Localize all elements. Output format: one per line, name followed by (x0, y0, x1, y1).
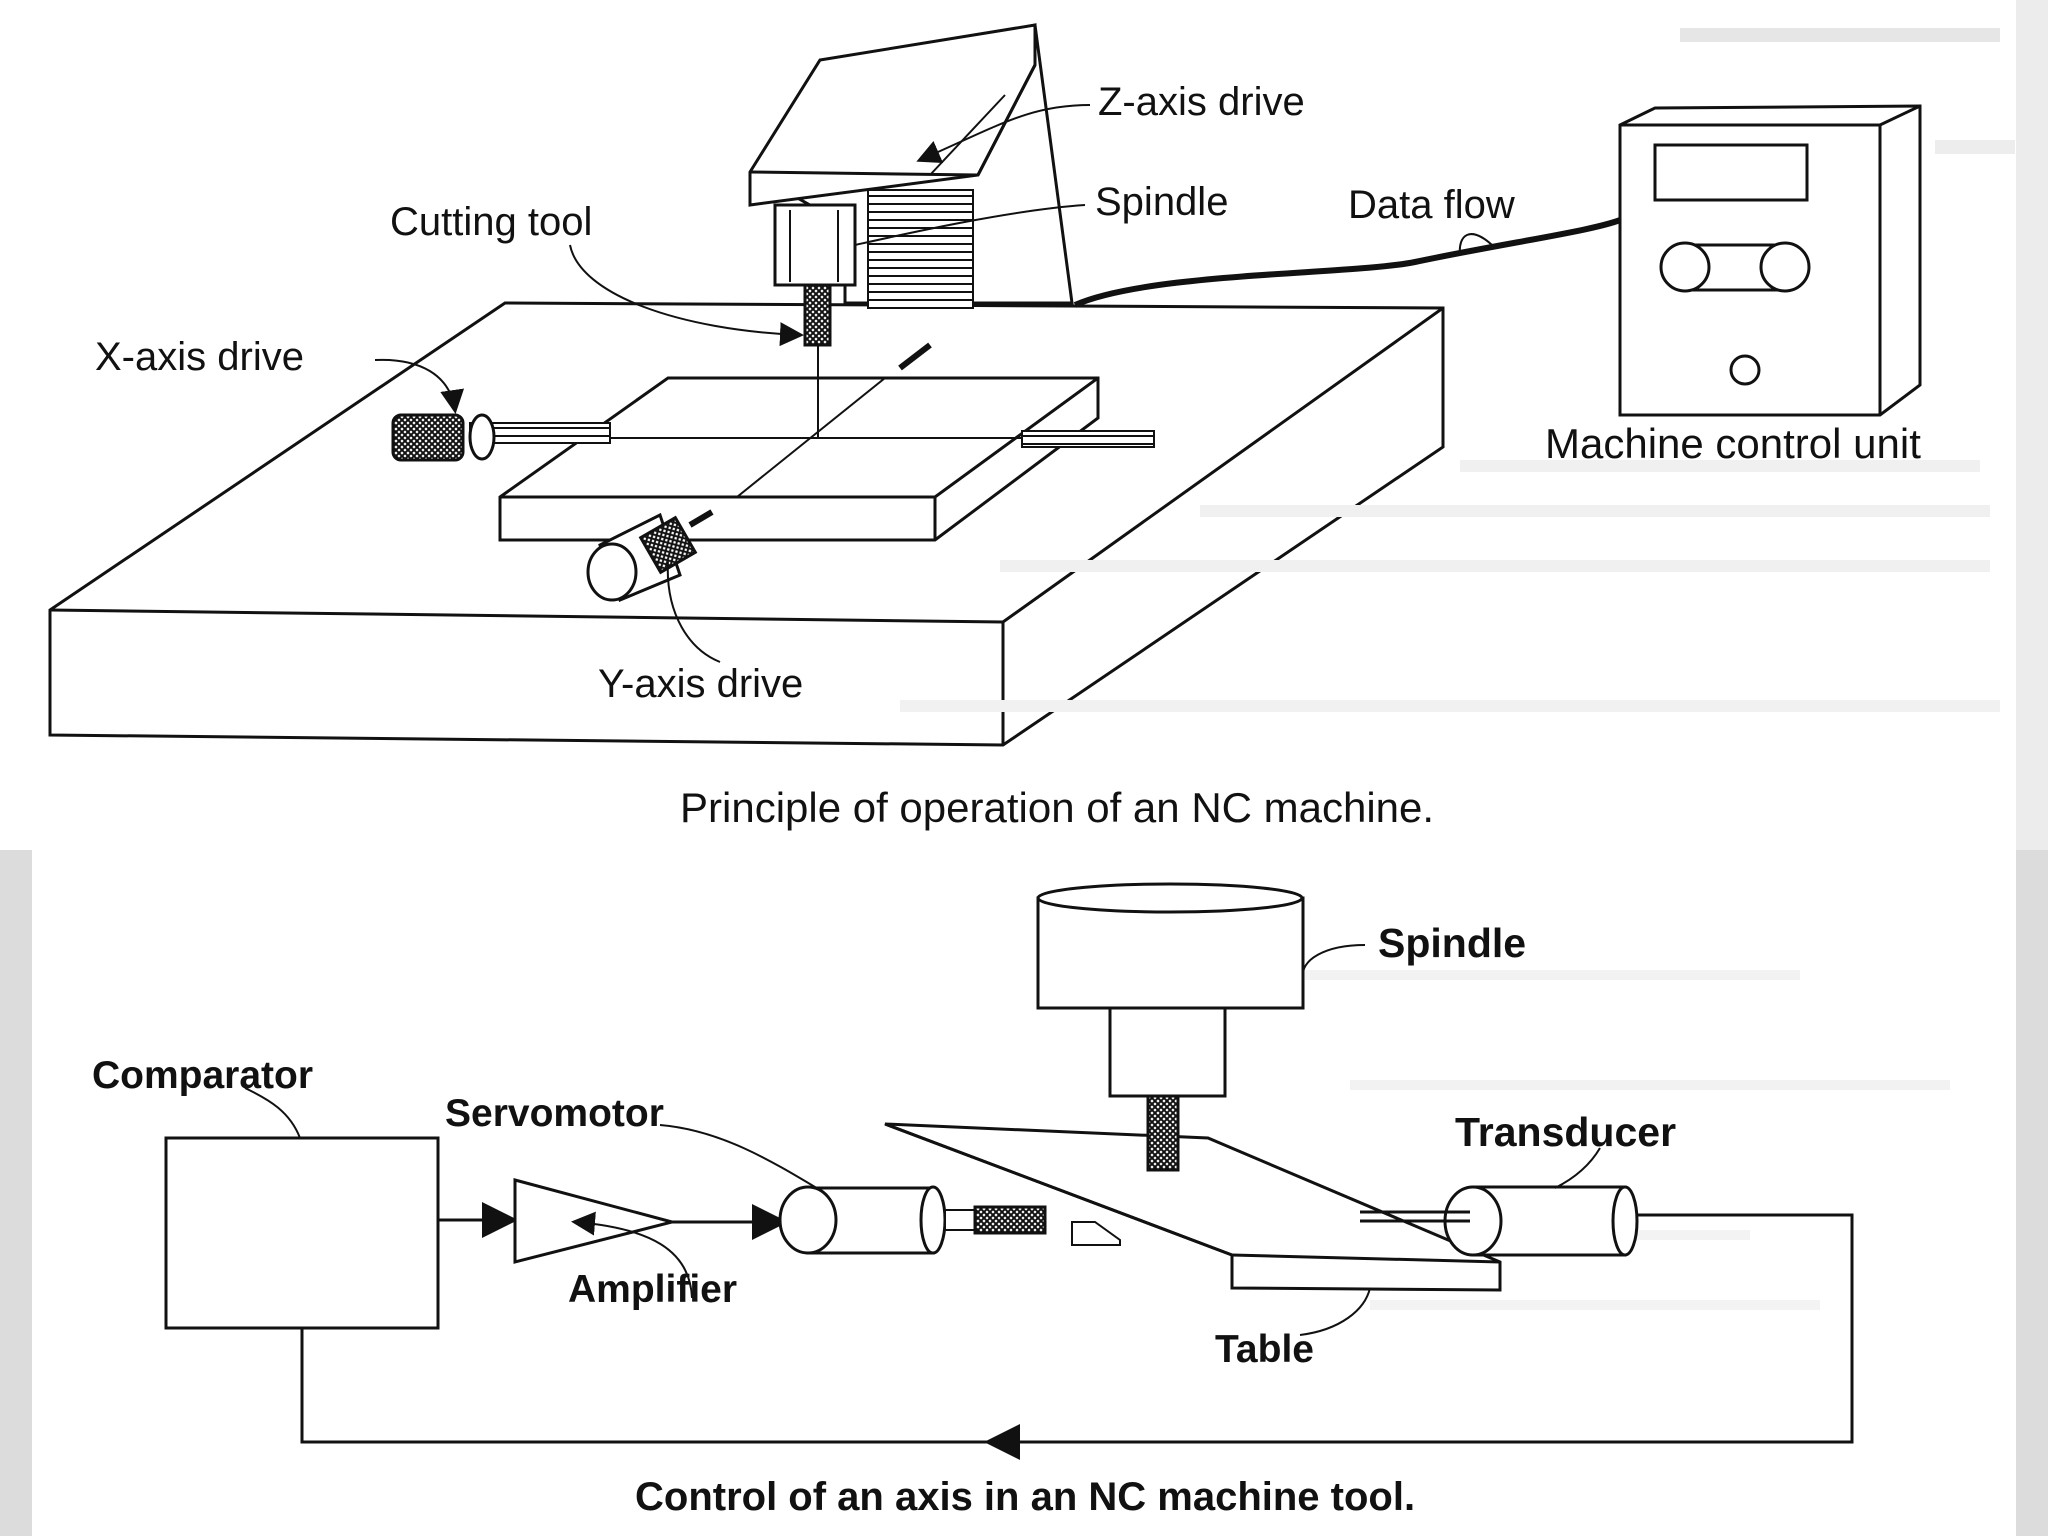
mcu-knob (1729, 354, 1761, 386)
bleed-through-text (900, 28, 2015, 1310)
label-comparator: Comparator (92, 1054, 313, 1097)
label-spindle-lower: Spindle (1378, 920, 1526, 966)
amplifier-triangle (513, 1178, 678, 1264)
figure1-labels: Z-axis drive Spindle Data flow Cutting t… (95, 80, 1921, 831)
top-right-scan-edge (2016, 0, 2048, 850)
label-y-axis-drive: Y-axis drive (598, 662, 803, 706)
x-axis-leadscrew-end (1021, 430, 1155, 448)
figure-nc-machine (48, 23, 1922, 747)
label-cutting-tool: Cutting tool (390, 200, 592, 244)
feedback-line (1008, 1213, 1854, 1444)
right-scan-margin (2016, 850, 2048, 1536)
figure-axis-control (164, 882, 1854, 1460)
label-amplifier: Amplifier (568, 1268, 737, 1311)
comparator-box (164, 1136, 440, 1330)
spindle-leader (1301, 944, 1366, 979)
label-x-axis-drive: X-axis drive (95, 335, 304, 379)
work-table (498, 376, 1100, 542)
spindle-tool-bit (1146, 1094, 1180, 1172)
y-axis-screw-tip (898, 342, 932, 371)
data-flow-cable (1073, 215, 1627, 308)
label-spindle-top: Spindle (1095, 180, 1228, 224)
column-ribbing (867, 189, 974, 309)
spindle-housing (773, 203, 857, 287)
figure2-labels: Spindle Comparator Servomotor Transducer… (92, 920, 1676, 1519)
label-machine-control-unit: Machine control unit (1545, 420, 1921, 467)
spindle-shaft (1108, 1006, 1227, 1098)
figure2-caption: Control of an axis in an NC machine tool… (635, 1475, 1415, 1519)
y-axis-motor (638, 515, 698, 575)
x-axis-motor (391, 413, 465, 462)
figure1-caption: Principle of operation of an NC machine. (680, 784, 1434, 831)
feedback-line-return (300, 1328, 990, 1444)
label-transducer: Transducer (1455, 1109, 1676, 1155)
servomotor-face (778, 1185, 838, 1255)
label-z-axis-drive: Z-axis drive (1098, 80, 1305, 124)
label-data-flow: Data flow (1348, 183, 1515, 227)
label-servomotor: Servomotor (445, 1092, 664, 1135)
left-scan-margin (0, 850, 32, 1536)
cutting-tool-bit (803, 283, 832, 347)
mcu-display (1653, 143, 1809, 202)
spindle-motor (1036, 896, 1305, 1010)
leadscrew-coupling (973, 1205, 1047, 1235)
label-table: Table (1215, 1328, 1314, 1371)
